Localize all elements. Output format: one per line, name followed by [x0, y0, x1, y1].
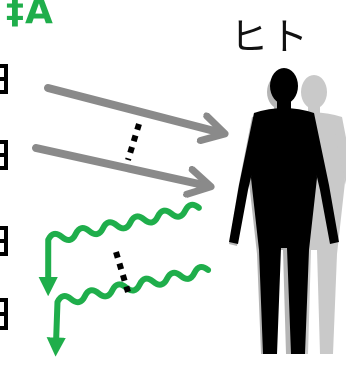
dna-fragment-icon-2 — [0, 142, 6, 168]
dna-fragment-icon-1 — [0, 66, 6, 92]
dna-fragment-icon-4 — [0, 300, 6, 328]
wavy-arrow-icon-2 — [47, 266, 217, 344]
wavy-arrow-icon-1 — [39, 203, 208, 282]
straight-arrow-icon-2 — [36, 148, 208, 186]
dna-fragment-icon-3 — [0, 228, 6, 254]
dotted-ellipsis-icon-1 — [128, 124, 139, 160]
straight-arrow-icon-1 — [48, 88, 222, 133]
